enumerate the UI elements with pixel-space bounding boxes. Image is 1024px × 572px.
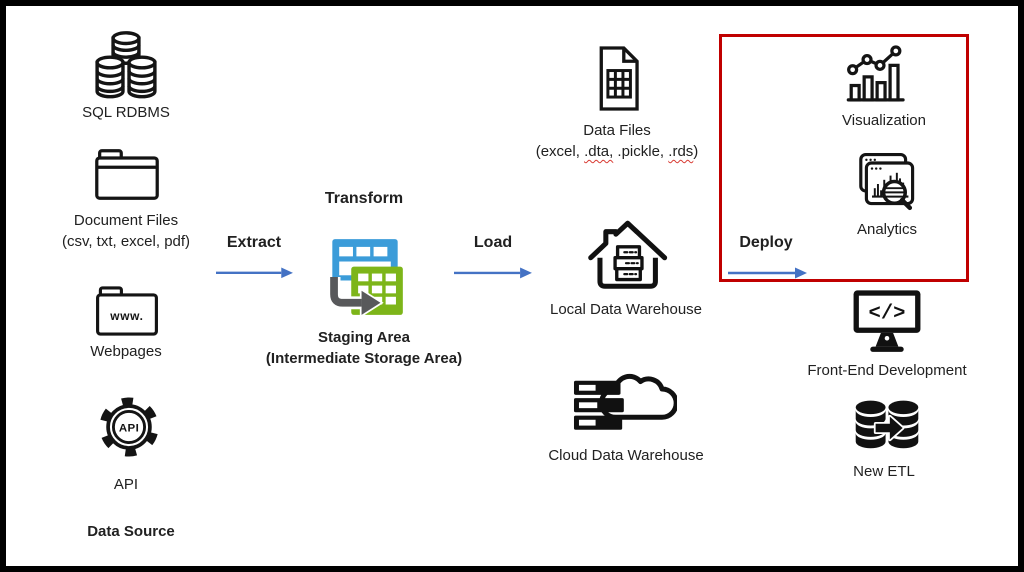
load-arrow-icon [454, 266, 533, 280]
code-icon-text: </> [869, 302, 906, 325]
format-rds: .rds [668, 143, 694, 160]
database-cluster-icon [88, 22, 164, 106]
www-folder-icon: www. [92, 282, 162, 340]
formats-prefix: (excel, [535, 143, 585, 160]
spreadsheet-file-icon [592, 44, 645, 113]
data-files-label: Data Files [583, 122, 651, 139]
api-label: API [113, 476, 139, 493]
transform-label: Transform [324, 190, 404, 207]
www-icon-text: www. [109, 309, 143, 323]
analytics-label: Analytics [856, 221, 918, 238]
extract-label: Extract [226, 234, 282, 251]
staging-area-subtitle: (Intermediate Storage Area) [265, 350, 463, 367]
code-monitor-icon: </> [849, 287, 925, 353]
chart-magnifier-icon [851, 149, 921, 219]
formats-mid: .pickle, [613, 143, 669, 160]
bar-line-chart-icon [844, 42, 916, 106]
highlight-box [719, 34, 969, 282]
sql-rdbms-label: SQL RDBMS [82, 104, 170, 121]
database-transfer-icon [848, 396, 926, 460]
deploy-arrow-icon [728, 266, 808, 280]
local-data-warehouse-label: Local Data Warehouse [549, 301, 703, 318]
house-server-icon [584, 207, 668, 295]
data-source-group-label: Data Source [87, 523, 175, 540]
api-gear-icon: API [88, 386, 170, 468]
data-files-formats: (excel, .dta, .pickle, .rds) [536, 143, 699, 161]
formats-suffix: ) [693, 143, 699, 160]
format-dta: .dta, [584, 143, 614, 160]
extract-arrow-icon [216, 266, 294, 280]
webpages-label: Webpages [90, 343, 162, 360]
new-etl-label: New ETL [853, 463, 915, 480]
visualization-label: Visualization [842, 112, 926, 129]
front-end-development-label: Front-End Development [807, 362, 967, 379]
staging-area-title: Staging Area [318, 329, 410, 346]
document-files-formats: (csv, txt, excel, pdf) [61, 233, 191, 250]
load-label: Load [473, 234, 513, 251]
folder-icon [91, 145, 163, 204]
api-icon-text: API [119, 423, 139, 435]
cloud-server-icon [569, 360, 677, 438]
deploy-label: Deploy [739, 234, 793, 251]
staging-tables-icon [322, 232, 408, 322]
cloud-data-warehouse-label: Cloud Data Warehouse [548, 447, 704, 464]
document-files-label: Document Files [73, 212, 179, 229]
